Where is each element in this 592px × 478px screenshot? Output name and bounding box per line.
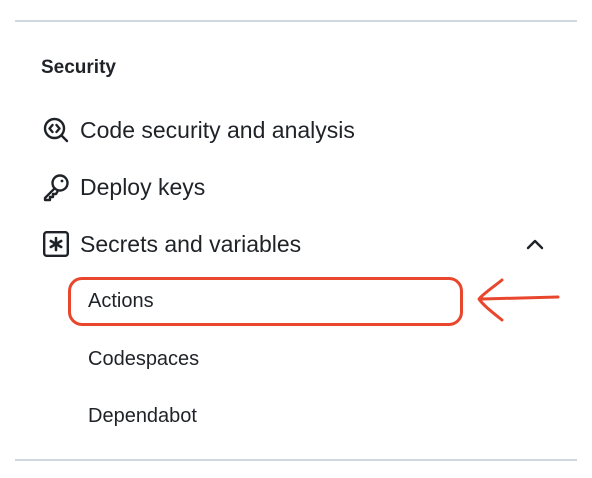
arrow-left-icon xyxy=(477,278,560,322)
sub-item-label: Codespaces xyxy=(88,348,200,370)
nav-item-secrets-and-variables[interactable]: Secrets and variables xyxy=(30,221,560,267)
nav-item-label: Code security and analysis xyxy=(80,117,355,143)
sub-item-codespaces[interactable]: Codespaces xyxy=(70,335,462,383)
top-divider xyxy=(15,20,577,22)
sub-item-actions[interactable]: Actions xyxy=(70,277,462,325)
sub-item-dependabot[interactable]: Dependabot xyxy=(70,392,462,440)
nav-item-code-security[interactable]: Code security and analysis xyxy=(30,107,560,153)
section-heading-security: Security xyxy=(41,57,116,78)
bottom-divider xyxy=(15,459,577,461)
key-icon xyxy=(38,169,74,205)
nav-item-deploy-keys[interactable]: Deploy keys xyxy=(30,164,560,210)
sub-item-label: Dependabot xyxy=(88,405,197,427)
chevron-up-icon[interactable] xyxy=(524,233,546,255)
codescan-icon xyxy=(38,112,74,148)
nav-item-label: Secrets and variables xyxy=(80,231,302,257)
sub-item-label: Actions xyxy=(88,290,154,312)
asterisk-box-icon xyxy=(38,226,74,262)
nav-item-label: Deploy keys xyxy=(80,174,206,200)
